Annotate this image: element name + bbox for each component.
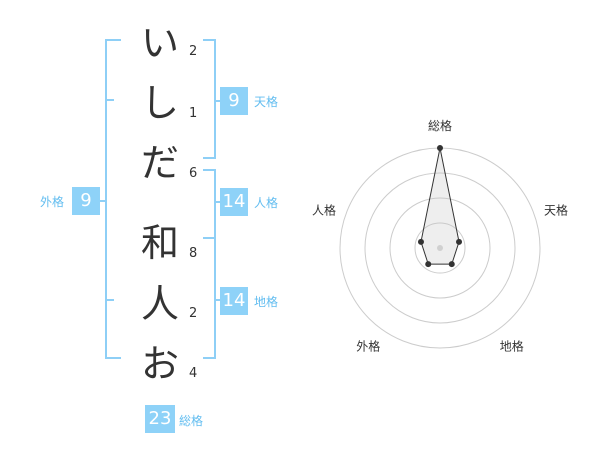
radar-axis-label: 総格 [428, 118, 452, 133]
name-char-1: い [140, 21, 179, 65]
radar-axis-label: 天格 [544, 202, 568, 217]
chikaku-label: 地格 [254, 295, 279, 309]
radar-axis-label: 地格 [500, 339, 524, 354]
stroke-count-4: 8 [189, 246, 198, 261]
radar-point [437, 145, 443, 151]
chikaku-bracket [203, 237, 216, 359]
radar-series-polygon [420, 147, 460, 265]
jinkaku-value: 14 [220, 188, 248, 216]
radar-axis-label: 外格 [356, 339, 380, 354]
gaikaku-label: 外格 [40, 195, 65, 209]
stroke-count-3: 6 [189, 166, 198, 181]
soukaku-label: 総格 [179, 414, 204, 428]
gaikaku-bracket [105, 39, 121, 359]
radar-center-dot [437, 245, 443, 251]
radar-ring [414, 222, 466, 274]
radar-ring [364, 172, 516, 324]
radar-point [456, 238, 463, 245]
bracket-lines [96, 39, 222, 359]
tenkaku-label: 天格 [254, 95, 279, 109]
tenkaku-value: 9 [220, 87, 248, 115]
radar-axis-label: 人格 [312, 202, 336, 217]
name-char-6: お [140, 342, 179, 386]
chikaku-value: 14 [220, 287, 248, 315]
stroke-count-5: 2 [189, 306, 198, 321]
soukaku-value: 23 [145, 405, 175, 433]
name-char-2: し [140, 81, 179, 125]
stroke-count-1: 2 [189, 44, 198, 59]
tenkaku-bracket [203, 39, 216, 159]
jinkaku-label: 人格 [254, 196, 279, 210]
radar-ring [389, 197, 491, 299]
name-char-5: 人 [140, 282, 179, 326]
stroke-count-2: 1 [189, 106, 198, 121]
gaikaku-value: 9 [72, 187, 100, 215]
jinkaku-bracket [203, 169, 216, 239]
radar-point [417, 238, 424, 245]
stroke-count-6: 4 [189, 366, 198, 381]
radar-point [448, 261, 455, 268]
name-char-3: だ [140, 141, 179, 185]
name-char-4: 和 [140, 221, 179, 265]
radar-point [425, 261, 432, 268]
